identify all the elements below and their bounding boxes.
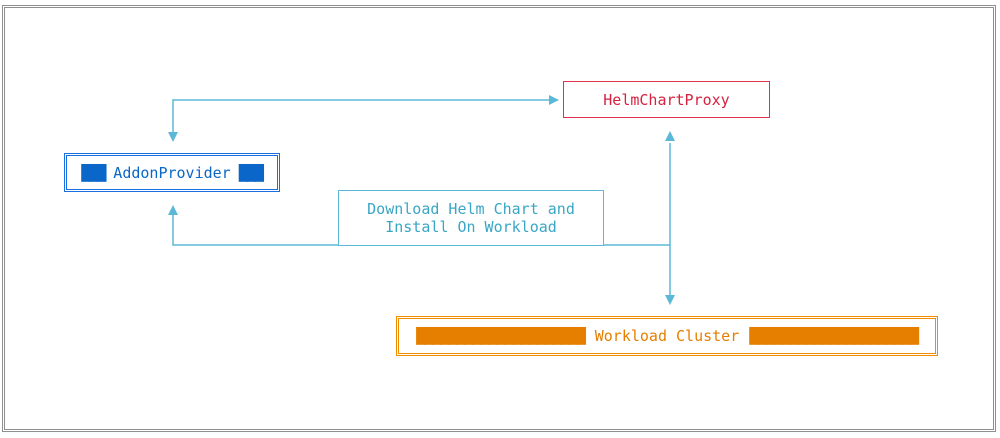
helm-chart-proxy-label: HelmChartProxy xyxy=(603,90,730,109)
helm-chart-proxy-node: HelmChartProxy xyxy=(563,81,770,118)
arrow-head-to-addon-top xyxy=(168,132,178,142)
edge-label-line-2: Install On Workload xyxy=(385,218,557,236)
diagram-frame xyxy=(2,5,996,432)
workload-right-blocks: █████████████████████ xyxy=(749,327,919,345)
addon-provider-node: ███ AddonProvider ███ xyxy=(64,153,280,192)
arrow-head-to-helm-bottom xyxy=(665,131,675,141)
arrow-head-to-addon-bottom xyxy=(168,205,178,215)
arrow-head-to-workload xyxy=(665,295,675,305)
arrow-head-to-helm xyxy=(549,95,559,105)
edge-label-box: Download Helm Chart and Install On Workl… xyxy=(338,190,604,246)
connector-addon-helm xyxy=(172,99,550,133)
addon-left-blocks: ███ xyxy=(81,163,106,182)
addon-provider-label: AddonProvider xyxy=(113,163,231,182)
edge-label-line-1: Download Helm Chart and xyxy=(367,200,575,218)
workload-cluster-node: █████████████████████ Workload Cluster █… xyxy=(396,316,938,356)
addon-right-blocks: ███ xyxy=(238,163,264,182)
workload-left-blocks: █████████████████████ xyxy=(416,327,586,345)
workload-cluster-label: Workload Cluster xyxy=(594,327,740,345)
